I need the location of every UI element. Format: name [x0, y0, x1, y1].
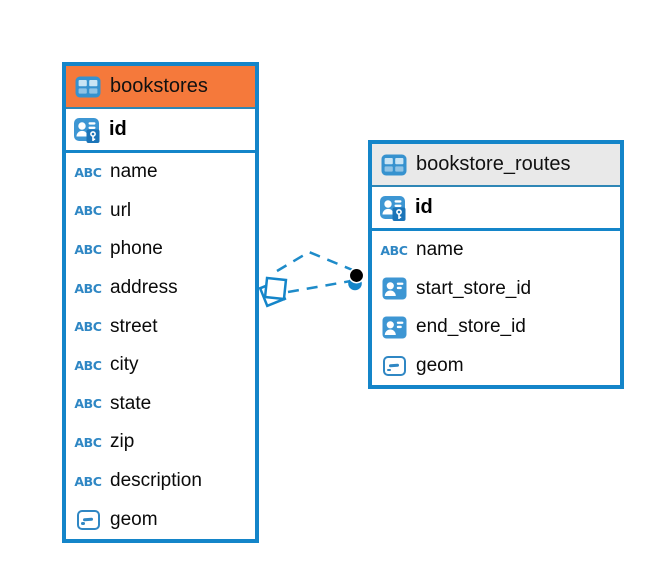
column-name: description	[110, 470, 202, 492]
column-name: address	[110, 277, 178, 299]
entity-header-bookstore-routes[interactable]: bookstore_routes	[372, 144, 620, 187]
pk-row-bookstore-routes-id[interactable]: id	[372, 187, 620, 231]
pk-name: id	[109, 118, 127, 140]
column-row-url[interactable]: ABC url	[66, 191, 255, 231]
column-row-state[interactable]: ABC state	[66, 384, 255, 424]
pk-name: id	[415, 196, 433, 218]
table-title: bookstore_routes	[416, 153, 571, 175]
table-title: bookstores	[110, 75, 208, 97]
text-type-icon: ABC	[380, 242, 408, 258]
column-name: state	[110, 392, 152, 414]
primary-key-icon	[73, 116, 101, 144]
reference-type-icon	[380, 316, 408, 339]
entity-bookstore-routes[interactable]: bookstore_routes id ABC name	[368, 140, 624, 390]
table-icon	[74, 76, 102, 98]
table-icon	[380, 154, 408, 176]
diamond-marker	[258, 276, 288, 308]
column-name: geom	[416, 355, 464, 377]
column-row-geom[interactable]: geom	[372, 346, 620, 386]
column-row-name[interactable]: ABC name	[66, 153, 255, 192]
entity-header-bookstores[interactable]: bookstores	[66, 66, 255, 109]
column-name: city	[110, 354, 139, 376]
column-name: name	[416, 239, 464, 261]
column-name: name	[110, 161, 158, 183]
column-name: start_store_id	[416, 277, 532, 299]
column-name: street	[110, 315, 158, 337]
primary-key-icon	[379, 194, 407, 222]
column-row-phone[interactable]: ABC phone	[66, 230, 255, 269]
column-row-description[interactable]: ABC description	[66, 461, 255, 501]
column-name: end_store_id	[416, 316, 526, 338]
pk-row-bookstores-id[interactable]: id	[66, 109, 255, 153]
text-type-icon: ABC	[74, 280, 102, 296]
text-type-icon: ABC	[74, 241, 102, 257]
text-type-icon: ABC	[74, 396, 102, 412]
text-type-icon: ABC	[74, 203, 102, 219]
column-name: phone	[110, 238, 163, 260]
geometry-type-icon	[380, 356, 408, 377]
column-row-address[interactable]: ABC address	[66, 268, 255, 308]
column-name: zip	[110, 431, 135, 453]
text-type-icon: ABC	[74, 473, 102, 489]
column-row-street[interactable]: ABC street	[66, 307, 255, 346]
column-name: geom	[110, 508, 158, 530]
text-type-icon: ABC	[74, 319, 102, 335]
column-row-geom[interactable]: geom	[66, 500, 255, 539]
text-type-icon: ABC	[74, 164, 102, 180]
relationship-line[interactable]	[276, 250, 356, 273]
column-row-city[interactable]: ABC city	[66, 345, 255, 385]
text-type-icon: ABC	[74, 434, 102, 450]
geometry-type-icon	[74, 509, 102, 530]
text-type-icon: ABC	[74, 357, 102, 373]
column-row-end-store-id[interactable]: end_store_id	[372, 308, 620, 347]
column-row-start-store-id[interactable]: start_store_id	[372, 269, 620, 309]
column-row-zip[interactable]: ABC zip	[66, 423, 255, 462]
column-name: url	[110, 199, 132, 221]
entity-bookstores[interactable]: bookstores id ABC name	[62, 62, 259, 543]
dot-marker	[348, 267, 365, 291]
relationship-line[interactable]	[287, 279, 352, 294]
column-row-name[interactable]: ABC name	[372, 231, 620, 270]
reference-type-icon	[380, 277, 408, 300]
